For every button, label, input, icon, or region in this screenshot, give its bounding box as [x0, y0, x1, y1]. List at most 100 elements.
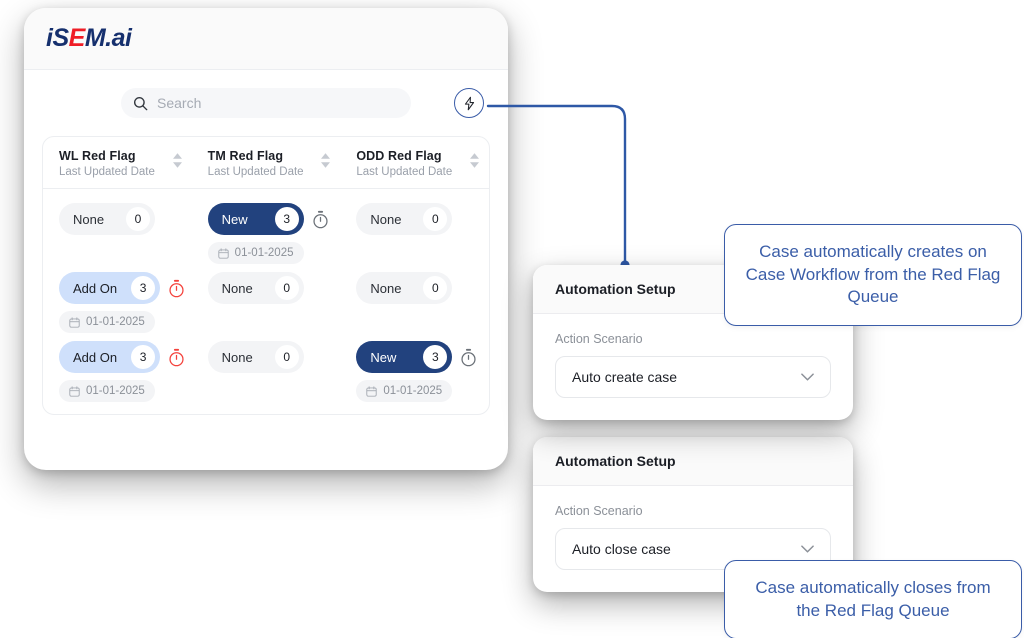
- status-pill-count: 0: [274, 276, 299, 300]
- date-text: 01-01-2025: [86, 316, 145, 328]
- table-cell: None 0: [340, 203, 489, 264]
- column-subtitle: Last Updated Date: [59, 166, 155, 178]
- sort-ascending-icon: [321, 153, 331, 159]
- table-cell: New 3 01-01-2025: [340, 341, 489, 402]
- lightning-bolt-icon[interactable]: [454, 88, 484, 118]
- calendar-icon: [69, 316, 80, 328]
- red-flag-queue-card: iSEM.ai Search WL Red Flag: [24, 8, 508, 470]
- status-pill[interactable]: None 0: [207, 272, 304, 304]
- bolt-glyph: [464, 96, 474, 110]
- panel-body: Action Scenario Auto close case: [533, 486, 853, 592]
- sort-descending-icon: [172, 162, 182, 168]
- panel-title: Automation Setup: [533, 437, 853, 486]
- table-cell: None 0: [192, 341, 341, 402]
- action-scenario-label: Action Scenario: [555, 504, 643, 518]
- last-updated-date-chip: 01-01-2025: [356, 380, 453, 402]
- column-title: ODD Red Flag: [356, 149, 442, 163]
- search-row: Search: [24, 70, 508, 136]
- status-pill-label: None: [73, 211, 105, 227]
- date-spacer: [59, 235, 192, 257]
- status-pill-count: 0: [423, 207, 448, 231]
- date-text: 01-01-2025: [234, 247, 294, 259]
- sort-ascending-icon: [172, 153, 182, 159]
- calendar-icon: [366, 385, 378, 397]
- table-header-row: WL Red Flag Last Updated Date TM Red Fla…: [43, 137, 489, 189]
- stopwatch-icon-red[interactable]: [168, 279, 185, 298]
- action-scenario-select[interactable]: Auto close case: [555, 528, 831, 570]
- action-scenario-select[interactable]: Auto create case: [555, 356, 831, 398]
- column-title: TM Red Flag: [207, 149, 284, 163]
- status-pill-count: 3: [131, 345, 156, 369]
- sort-toggle-tm[interactable]: [321, 149, 340, 168]
- table-cell: None 0: [340, 272, 489, 333]
- stopwatch-icon[interactable]: [312, 210, 329, 229]
- stopwatch-icon[interactable]: [460, 348, 477, 367]
- cell-line: None 0: [356, 272, 489, 304]
- stopwatch-icon-red[interactable]: [168, 348, 185, 367]
- date-text: 01-01-2025: [86, 385, 145, 397]
- table-row: Add On 3 01-01-2025 None 0 New 3 01-01-2025: [43, 333, 489, 402]
- status-pill-count: 0: [274, 345, 299, 369]
- status-pill-label: New: [370, 349, 397, 365]
- column-header-tm-red-flag: TM Red Flag Last Updated Date: [192, 149, 341, 178]
- status-pill[interactable]: Add On 3: [59, 272, 161, 304]
- status-pill-label: Add On: [73, 349, 118, 365]
- cell-line: None 0: [59, 203, 192, 235]
- logo-part-1: iS: [46, 24, 69, 52]
- chevron-down-icon: [801, 545, 814, 553]
- column-subtitle: Last Updated Date: [356, 166, 453, 178]
- status-pill[interactable]: New 3: [356, 341, 453, 373]
- status-pill-count: 3: [131, 276, 156, 300]
- table-row: Add On 3 01-01-2025 None 0 None 0: [43, 264, 489, 333]
- status-pill[interactable]: Add On 3: [59, 341, 161, 373]
- cell-line: Add On 3: [59, 341, 192, 373]
- red-flag-table: WL Red Flag Last Updated Date TM Red Fla…: [42, 136, 490, 415]
- chevron-down-icon: [801, 373, 814, 381]
- panel-body: Action Scenario Auto create case: [533, 314, 853, 420]
- status-pill-label: None: [370, 280, 402, 296]
- action-scenario-label: Action Scenario: [555, 332, 643, 346]
- cell-line: None 0: [207, 341, 341, 373]
- search-icon: [133, 96, 148, 110]
- callout-auto-create: Case automatically creates on Case Workf…: [724, 224, 1022, 326]
- sort-descending-icon: [470, 162, 480, 168]
- sort-toggle-wl[interactable]: [172, 149, 192, 168]
- status-pill-label: None: [221, 349, 253, 365]
- status-pill-count: 0: [126, 207, 150, 231]
- calendar-icon: [69, 385, 80, 397]
- cell-line: None 0: [207, 272, 341, 304]
- status-pill-label: None: [221, 280, 253, 296]
- status-pill-label: None: [370, 211, 402, 227]
- status-pill[interactable]: None 0: [207, 341, 304, 373]
- automation-setup-panel-close: Automation Setup Action Scenario Auto cl…: [533, 437, 853, 592]
- logo-part-2: E: [68, 24, 86, 52]
- last-updated-date-chip: 01-01-2025: [207, 242, 304, 264]
- status-pill-count: 3: [423, 345, 448, 369]
- callout-auto-close: Case automatically closes from the Red F…: [724, 560, 1022, 638]
- search-input[interactable]: Search: [121, 88, 411, 118]
- table-cell: None 0: [192, 272, 341, 333]
- app-header: iSEM.ai: [24, 8, 508, 70]
- table-cell: Add On 3 01-01-2025: [43, 272, 192, 333]
- table-cell: None 0: [43, 203, 192, 264]
- status-pill-count: 0: [423, 276, 448, 300]
- sort-toggle-odd[interactable]: [470, 149, 489, 168]
- column-title: WL Red Flag: [59, 149, 136, 163]
- sort-ascending-icon: [470, 153, 480, 159]
- date-spacer: [356, 235, 489, 257]
- logo-part-3: M.ai: [84, 24, 132, 52]
- date-spacer: [356, 304, 489, 326]
- action-scenario-value: Auto close case: [572, 541, 671, 557]
- date-spacer: [208, 373, 341, 395]
- isem-logo: iSEM.ai: [46, 24, 132, 53]
- cell-line: None 0: [356, 203, 489, 235]
- status-pill[interactable]: None 0: [356, 203, 453, 235]
- status-pill[interactable]: None 0: [59, 203, 155, 235]
- status-pill-label: Add On: [73, 280, 118, 296]
- status-pill[interactable]: None 0: [356, 272, 453, 304]
- status-pill-label: New: [221, 211, 248, 227]
